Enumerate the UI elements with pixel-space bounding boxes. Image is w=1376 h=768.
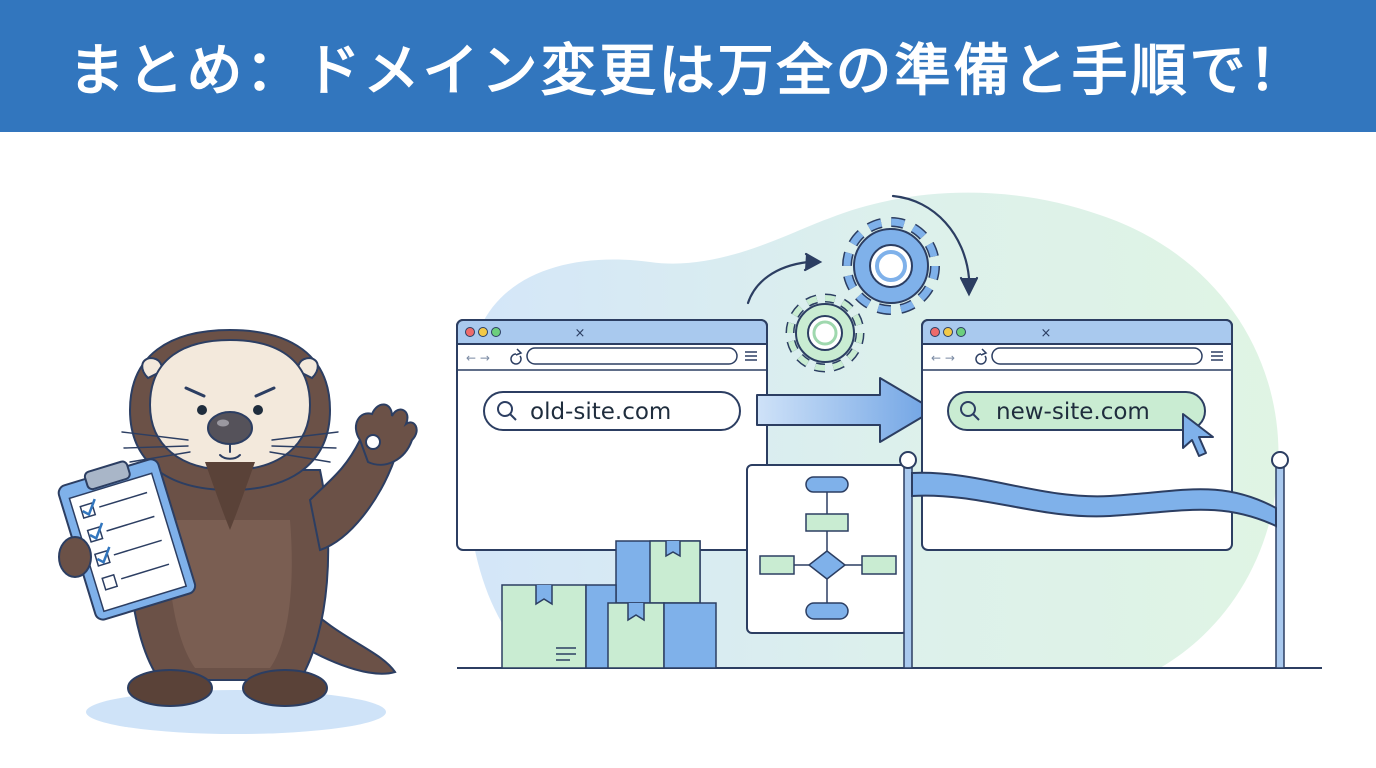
ribbon-icon xyxy=(899,451,1289,669)
window-dots xyxy=(930,327,966,337)
search-icon xyxy=(497,401,517,421)
gear-icon xyxy=(785,293,865,373)
rotation-arrow-icon xyxy=(746,194,979,305)
cursor-icon xyxy=(1182,413,1214,457)
checkbox-icon xyxy=(79,491,170,591)
search-icon xyxy=(960,401,980,421)
page-title: まとめ：ドメイン変更は万全の準備と手順で！ xyxy=(68,38,1308,104)
menu-icon[interactable] xyxy=(1211,351,1223,361)
window-dots xyxy=(465,327,501,337)
otter-mascot xyxy=(57,328,418,734)
refresh-icon[interactable] xyxy=(510,348,523,365)
close-icon[interactable]: × xyxy=(1041,326,1052,341)
flowchart-icon xyxy=(746,464,908,634)
refresh-icon[interactable] xyxy=(975,348,988,365)
menu-icon[interactable] xyxy=(745,351,757,361)
old-url-field[interactable] xyxy=(483,391,741,431)
address-bar[interactable] xyxy=(991,347,1203,365)
old-url-text: old-site.com xyxy=(530,399,671,425)
nav-arrows-icon: ← → xyxy=(466,351,490,365)
nav-arrows-icon: ← → xyxy=(931,351,955,365)
close-icon[interactable]: × xyxy=(575,326,586,341)
clipboard-icon xyxy=(57,458,197,621)
otter-shadow xyxy=(86,690,386,734)
arrow-right-icon xyxy=(756,377,935,443)
title-banner: まとめ：ドメイン変更は万全の準備と手順で！ xyxy=(0,0,1376,132)
illustration: × ← → old-site.com xyxy=(57,192,1322,734)
address-bar[interactable] xyxy=(526,347,738,365)
box-icon xyxy=(501,540,717,669)
new-url-text: new-site.com xyxy=(996,399,1150,425)
gear-icon xyxy=(842,217,940,315)
new-url-field[interactable] xyxy=(947,391,1206,431)
old-browser-window: × ← → old-site.com xyxy=(456,319,768,551)
